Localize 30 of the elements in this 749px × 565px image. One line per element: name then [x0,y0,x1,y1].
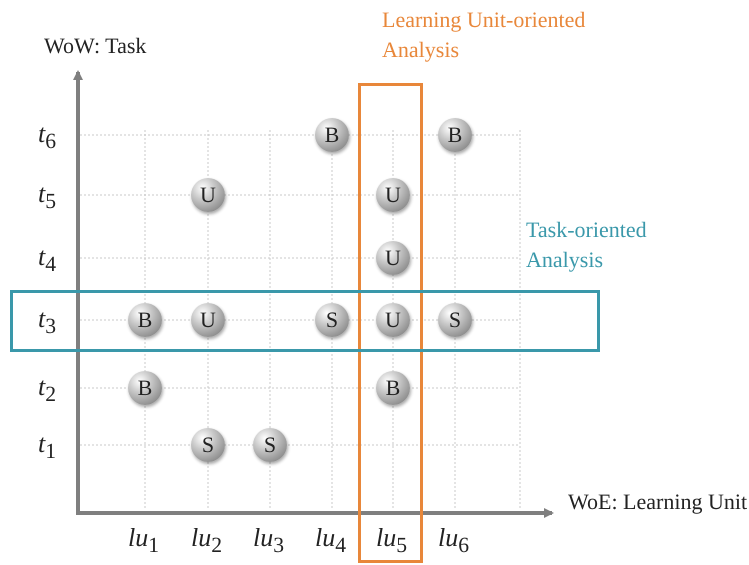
data-marker: B [315,118,349,152]
tick-label: t$_{5}$ [38,178,56,216]
axis-title: WoW: Task [44,32,146,60]
tick-label: t$_{3}$ [38,303,56,340]
tick-label: lu$_{3}$ [253,522,284,560]
tick-label: t$_{4}$ [38,241,56,278]
data-marker: S [315,303,349,337]
axis-title: WoE: Learning Unit [568,488,748,516]
tick-label: t$_{1}$ [38,428,56,466]
tick-label: lu$_{1}$ [128,522,160,560]
data-marker: U [376,303,410,337]
annotation-heading: Task-oriented Analysis [526,216,648,274]
data-marker: B [438,118,472,152]
data-marker: U [376,178,410,212]
tick-label: lu$_{4}$ [315,522,346,560]
data-marker: B [128,303,162,337]
tick-label: lu$_{5}$ [376,522,408,560]
data-marker: S [191,428,225,462]
tick-label: lu$_{2}$ [191,522,222,560]
data-marker: U [191,303,225,337]
tick-label: t$_{6}$ [38,118,56,156]
tick-label: t$_{2}$ [38,371,56,408]
data-marker: B [376,371,410,405]
annotation-heading: Learning Unit-oriented Analysis [382,6,586,64]
data-marker: U [376,241,410,275]
data-marker: S [438,303,472,337]
data-marker: B [128,371,162,405]
tick-label: lu$_{6}$ [438,522,470,560]
data-marker: S [253,428,287,462]
data-marker: U [191,178,225,212]
